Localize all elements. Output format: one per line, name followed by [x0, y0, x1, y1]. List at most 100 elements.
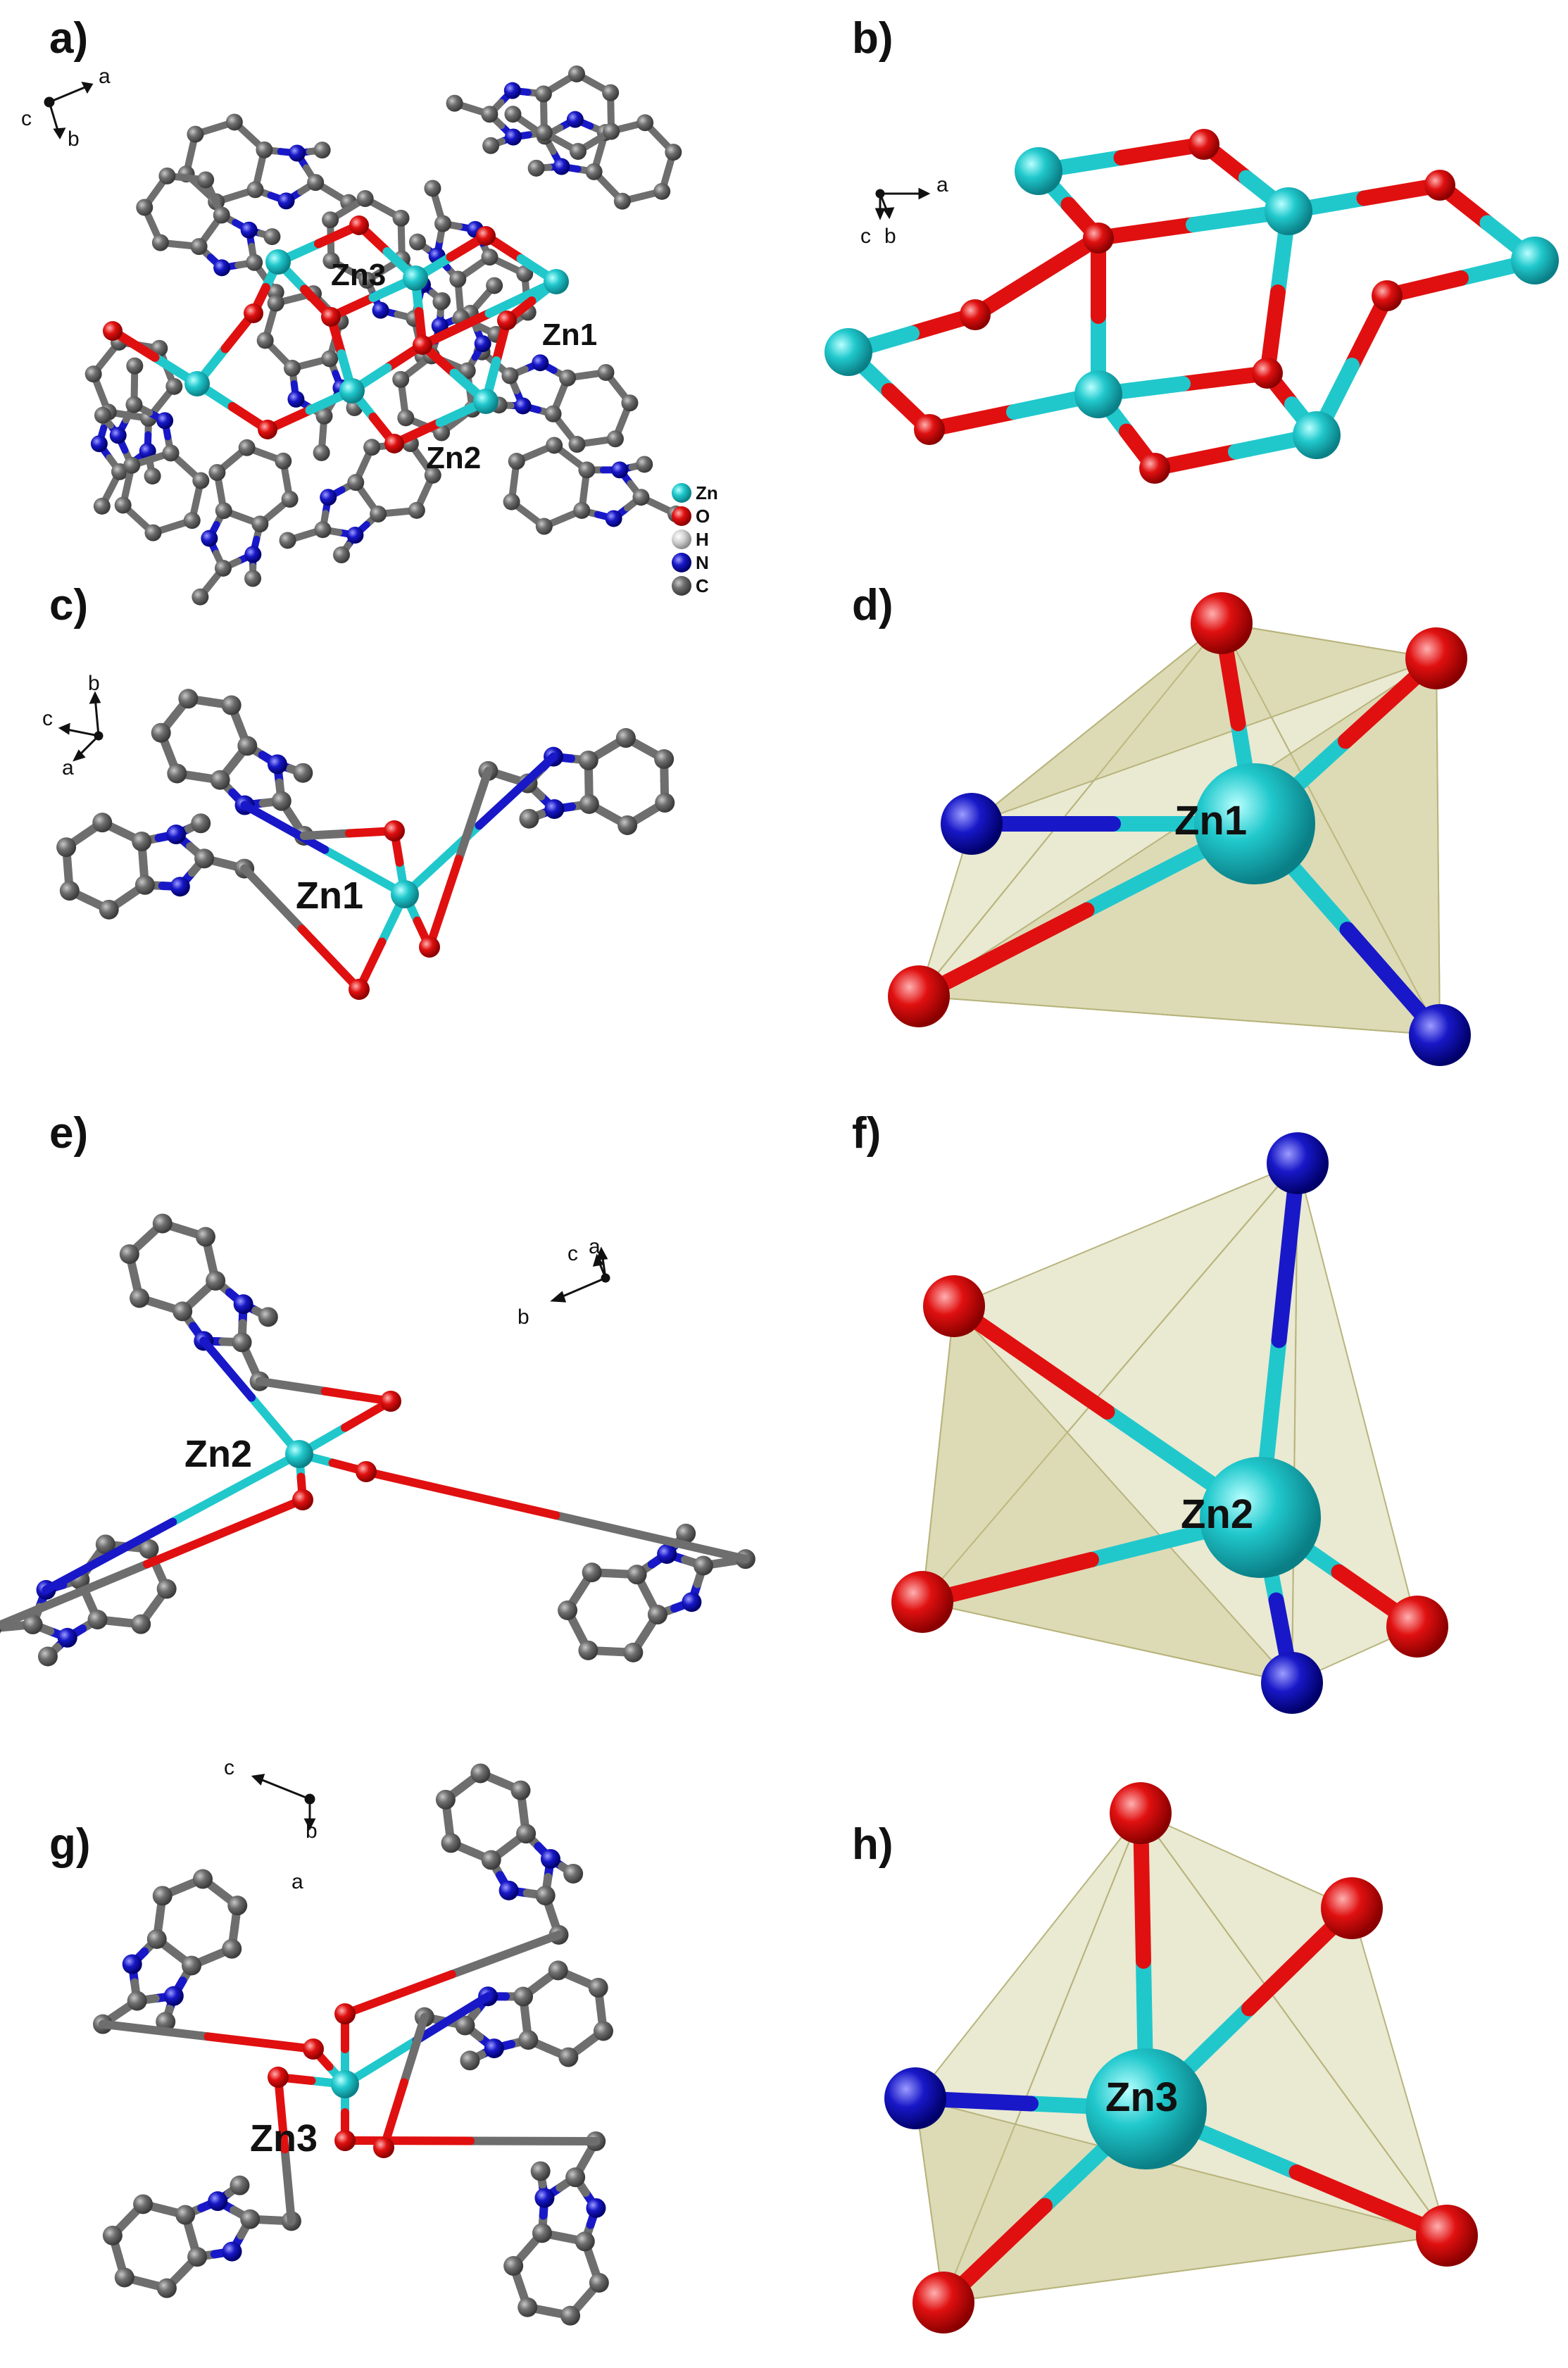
atom-n [605, 510, 622, 527]
atom-c [392, 209, 410, 227]
atom-c [230, 2175, 250, 2195]
atom-c [256, 332, 274, 349]
atom-n [657, 1543, 677, 1564]
atom-c [221, 695, 242, 715]
legend-h-swatch [672, 530, 691, 549]
atom-n [287, 390, 305, 408]
axis-label-g-2: b [306, 1819, 318, 1843]
bond [240, 801, 330, 854]
atom-label-h-zn3: Zn3 [1105, 2074, 1178, 2120]
bond [412, 1992, 493, 2045]
atom-c [93, 497, 111, 515]
atom-c [152, 1886, 173, 1906]
atom-n [544, 799, 565, 820]
bond [320, 1386, 395, 1405]
atom-n [222, 2241, 242, 2262]
axis-label-e-3: b [518, 1305, 529, 1329]
axis-label-b-1: a [936, 173, 948, 196]
atom-c [214, 559, 232, 577]
panel-label-c: c) [49, 581, 88, 629]
atom-c [578, 1640, 598, 1660]
atom-c [56, 837, 77, 858]
legend-o-label: O [696, 506, 710, 527]
atom-o [1139, 453, 1170, 484]
legend-zn-label: Zn [696, 482, 718, 503]
atom-n [503, 82, 521, 99]
atom-c [240, 2209, 261, 2229]
atom-c [585, 163, 603, 180]
atom-label-f-zn2: Zn2 [1181, 1491, 1253, 1537]
atom-zn [473, 389, 498, 414]
legend-o-swatch [672, 506, 691, 526]
atom-c [647, 1605, 667, 1625]
atom-c [597, 363, 615, 381]
atom-c [676, 1523, 696, 1543]
atom-c [575, 2231, 595, 2252]
atom-c [632, 489, 650, 506]
atom-c [322, 211, 339, 229]
atom-o [334, 2003, 356, 2024]
atom-zn [285, 1440, 313, 1468]
atom-n [553, 158, 570, 175]
atom-n [320, 489, 337, 506]
atom-c [578, 750, 598, 770]
panel-g-zn3-coordination [92, 1763, 613, 2326]
bond [475, 752, 558, 830]
atom-c [481, 106, 498, 123]
atom-n [213, 259, 231, 277]
bond [551, 1511, 750, 1564]
atom-c [636, 114, 654, 132]
atom-n [372, 301, 389, 319]
atom-c [481, 249, 498, 266]
atom-label-c-zn1: Zn1 [296, 875, 363, 917]
atom-c [565, 2167, 586, 2188]
bond [42, 1517, 177, 1594]
axis-label-b-2: c [860, 225, 871, 248]
atom-c [486, 277, 503, 294]
atom-o [413, 335, 432, 355]
bond [425, 854, 463, 951]
atom-c [569, 142, 587, 160]
atom-n [170, 877, 190, 897]
atom-o [497, 311, 517, 330]
bond [362, 1467, 560, 1520]
axis-label-a-1: a [99, 65, 111, 88]
atom-c [503, 2256, 524, 2276]
axis-triad-b [874, 187, 931, 220]
atom-c [283, 359, 301, 377]
atom-c [313, 142, 331, 159]
atom-n [484, 2038, 504, 2059]
atom-c [258, 1307, 278, 1327]
atom-c [392, 370, 410, 388]
atom-c [99, 899, 119, 920]
atom-c [654, 749, 675, 770]
panel-label-e: e) [49, 1109, 88, 1158]
atom-c [156, 1579, 177, 1599]
atom-o [244, 303, 263, 323]
atom-o [356, 1461, 377, 1482]
bond [168, 1450, 303, 1527]
atom-n [504, 128, 522, 146]
atom-c [192, 472, 210, 489]
panel-label-f: f) [852, 1109, 881, 1158]
atom-c [87, 1610, 108, 1630]
atom-n [288, 144, 306, 162]
atom-o [1372, 280, 1403, 311]
atom-o [103, 321, 123, 341]
atom-c [347, 474, 365, 491]
atom-c [535, 124, 553, 142]
atom-n [514, 397, 532, 415]
atom-c [623, 1642, 644, 1662]
polyhedron-face [914, 2097, 1448, 2304]
atom-o [888, 965, 950, 1027]
atom-c [251, 515, 269, 533]
atom-c [23, 1615, 43, 1635]
atom-o [384, 820, 405, 841]
atom-o [268, 2067, 289, 2088]
atom-c [182, 1955, 202, 1976]
atom-c [573, 501, 591, 519]
atom-label-a-zn3: Zn3 [331, 258, 386, 292]
atom-c [293, 763, 313, 783]
atom-o [1405, 627, 1467, 689]
atom-c [568, 436, 586, 453]
